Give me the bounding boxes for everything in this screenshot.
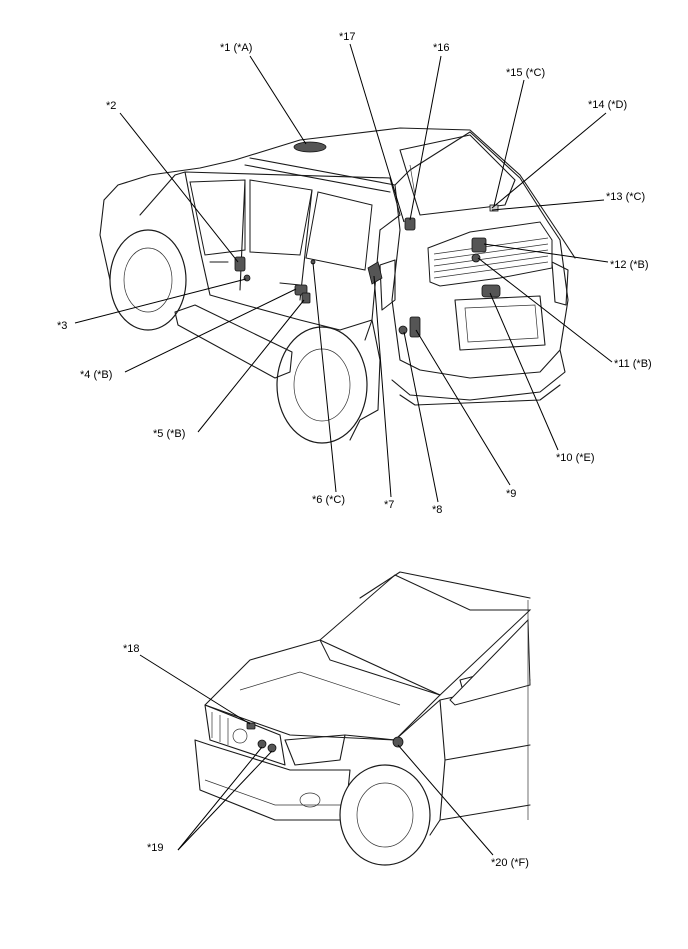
callout-19: *19 bbox=[147, 842, 164, 854]
callout-9: *9 bbox=[506, 488, 516, 500]
front-fender-sensor bbox=[392, 736, 404, 748]
rear-door-lock bbox=[234, 256, 246, 272]
callout-17: *17 bbox=[339, 31, 356, 43]
rear-view-vehicle bbox=[99, 127, 576, 444]
callout-18: *18 bbox=[123, 643, 140, 655]
callout-10: *10 (*E) bbox=[556, 452, 595, 464]
roof-antenna bbox=[293, 141, 327, 153]
rear-window-part bbox=[398, 325, 408, 335]
callout-7: *7 bbox=[384, 499, 394, 511]
callout-labels: *1 (*A) *2 *3 *4 (*B) *5 (*B) *6 (*C) *7… bbox=[57, 31, 652, 869]
glass-hatch-opener bbox=[471, 237, 487, 253]
rear-parts bbox=[234, 141, 501, 338]
horn-right bbox=[267, 743, 277, 753]
rear-defogger-lines bbox=[433, 237, 549, 279]
callout-16: *16 bbox=[433, 42, 450, 54]
horn-left bbox=[257, 739, 267, 749]
callout-6: *6 (*C) bbox=[312, 494, 345, 506]
leader-lines bbox=[74, 43, 613, 856]
hood-lock-switch bbox=[246, 722, 256, 730]
front-parts bbox=[246, 722, 404, 753]
callout-12: *12 (*B) bbox=[610, 259, 649, 271]
fuel-lid-opener bbox=[367, 261, 383, 285]
callout-8: *8 bbox=[432, 504, 442, 516]
door-lock-switch bbox=[243, 274, 251, 282]
back-door-opener bbox=[481, 284, 501, 298]
callout-5: *5 (*B) bbox=[153, 428, 185, 440]
callout-20: *20 (*F) bbox=[491, 857, 529, 869]
callout-4: *4 (*B) bbox=[80, 369, 112, 381]
callout-2: *2 bbox=[106, 100, 116, 112]
callout-11: *11 (*B) bbox=[614, 358, 652, 370]
callout-15: *15 (*C) bbox=[506, 67, 545, 79]
callout-14: *14 (*D) bbox=[588, 99, 627, 111]
callout-3: *3 bbox=[57, 320, 67, 332]
rear-camera bbox=[471, 253, 481, 263]
front-view-vehicle bbox=[194, 571, 532, 866]
callout-1: *1 (*A) bbox=[220, 42, 252, 54]
callout-13: *13 (*C) bbox=[606, 191, 645, 203]
